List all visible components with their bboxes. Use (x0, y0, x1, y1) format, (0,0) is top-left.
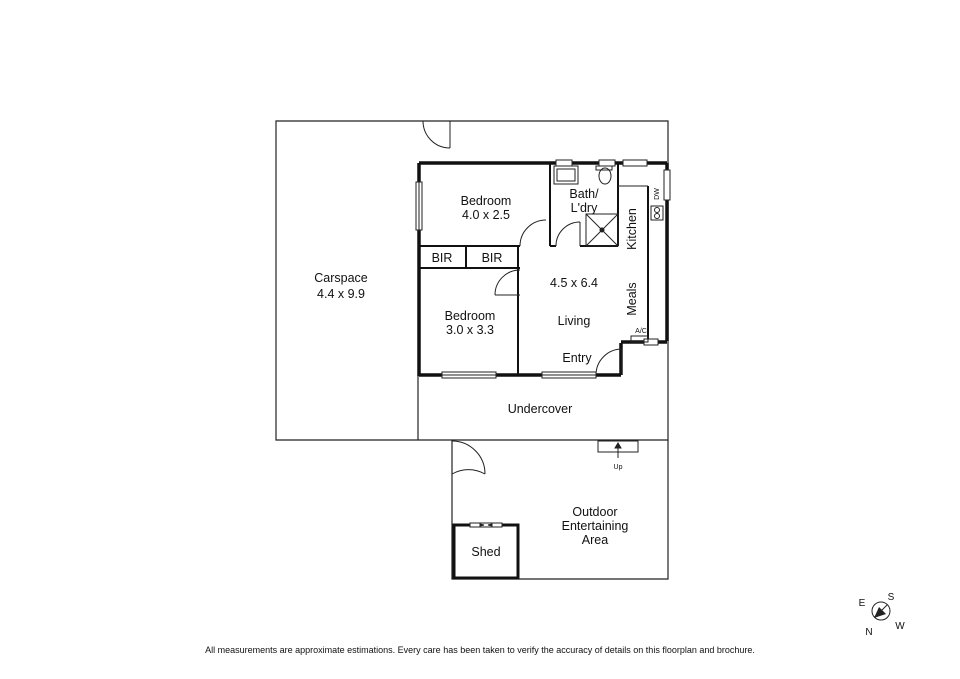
shed-door (469, 522, 503, 528)
bathroom-fixtures (553, 165, 619, 247)
ac-label: A/C (635, 328, 647, 335)
bir1-label: BIR (432, 251, 453, 265)
outdoor-label-line3: Area (582, 533, 608, 547)
shed-label: Shed (471, 545, 500, 559)
outdoor-label-line2: Entertaining (562, 519, 629, 533)
compass-e: E (859, 598, 866, 609)
bedroom2-label: Bedroom (445, 309, 496, 323)
interior-doors (494, 219, 623, 376)
house-walls (417, 161, 669, 377)
outdoor-label-line1: Outdoor (572, 505, 617, 519)
undercover-label: Undercover (508, 402, 573, 416)
up-label: Up (614, 464, 623, 471)
entry-label: Entry (562, 351, 592, 365)
steps-up (597, 440, 639, 458)
meals-label: Meals (625, 282, 639, 315)
kitchen-label: Kitchen (625, 208, 639, 250)
bath-label-line2: L'dry (571, 201, 598, 215)
bedroom1-label: Bedroom (461, 194, 512, 208)
living-size: 4.5 x 6.4 (550, 276, 598, 290)
kitchen-fixtures (618, 185, 664, 343)
dw-label: DW (654, 188, 661, 200)
carspace-size: 4.4 x 9.9 (317, 287, 365, 301)
compass-icon: E S N W (859, 592, 906, 638)
living-label: Living (558, 314, 591, 328)
door-swings (422, 120, 486, 475)
disclaimer-text: All measurements are approximate estimat… (205, 645, 755, 655)
interior-walls (419, 163, 649, 375)
outer-boundary (275, 120, 669, 580)
bir2-label: BIR (482, 251, 503, 265)
compass-w: W (895, 621, 905, 632)
compass-s: S (888, 592, 895, 603)
bedroom1-size: 4.0 x 2.5 (462, 208, 510, 222)
windows (415, 159, 671, 379)
carspace-label: Carspace (314, 271, 368, 285)
bedroom2-size: 3.0 x 3.3 (446, 323, 494, 337)
bath-label-line1: Bath/ (569, 187, 599, 201)
compass-n: N (865, 627, 872, 638)
